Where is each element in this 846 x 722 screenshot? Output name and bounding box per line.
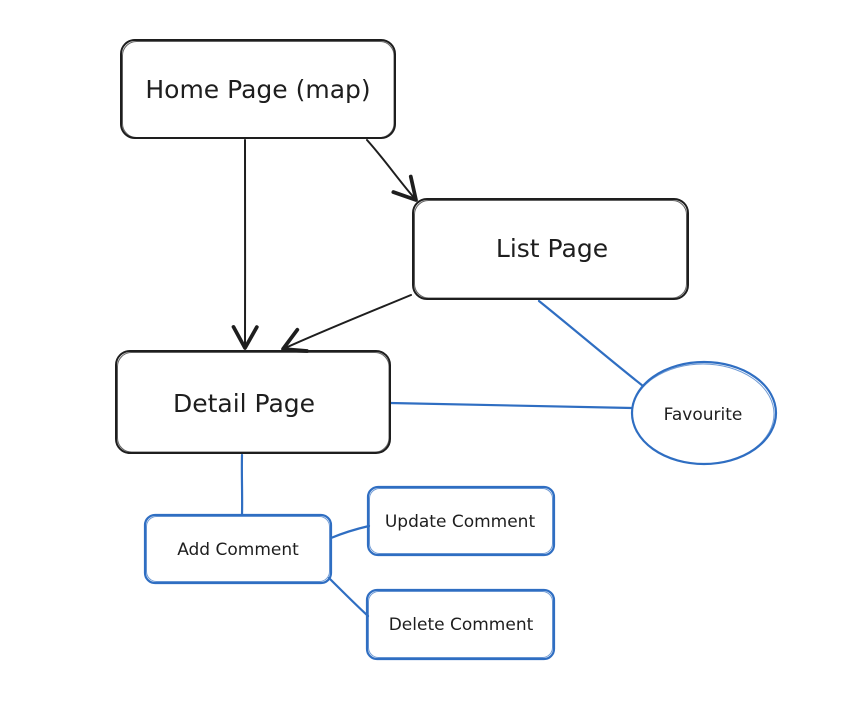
node-home-page-label: Home Page (map) bbox=[145, 75, 370, 104]
edge-add-to-delete bbox=[327, 576, 370, 618]
edge-home-to-list bbox=[366, 139, 418, 202]
node-detail-page: Detail Page bbox=[115, 350, 391, 454]
edge-list-to-favourite bbox=[537, 299, 645, 388]
node-favourite: Favourite bbox=[630, 360, 778, 466]
node-delete-comment-label: Delete Comment bbox=[389, 615, 534, 635]
node-favourite-label: Favourite bbox=[664, 405, 743, 425]
edge-add-to-update bbox=[329, 524, 371, 540]
edges-secondary bbox=[240, 299, 645, 618]
node-detail-page-label: Detail Page bbox=[173, 389, 315, 418]
node-update-comment-label: Update Comment bbox=[385, 512, 536, 532]
node-list-page-label: List Page bbox=[496, 234, 608, 263]
node-add-comment: Add Comment bbox=[143, 513, 333, 585]
node-home-page: Home Page (map) bbox=[120, 39, 396, 139]
edge-detail-to-favourite bbox=[388, 401, 634, 410]
edges-primary bbox=[231, 139, 418, 353]
node-add-comment-label: Add Comment bbox=[177, 540, 299, 560]
node-delete-comment: Delete Comment bbox=[365, 588, 556, 661]
edge-list-to-detail bbox=[281, 294, 412, 353]
node-update-comment: Update Comment bbox=[366, 485, 556, 557]
node-list-page: List Page bbox=[412, 198, 689, 300]
